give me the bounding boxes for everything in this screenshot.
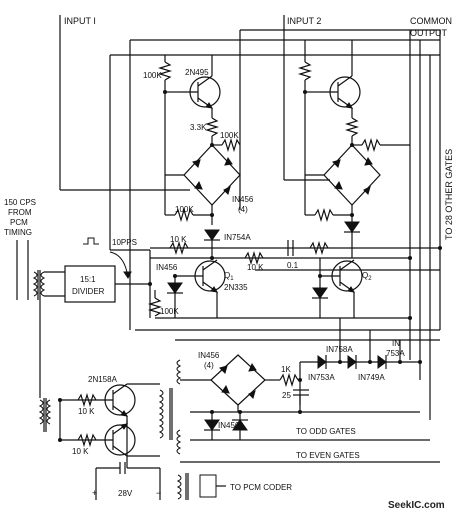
label-r33k: 3.3K — [190, 123, 207, 132]
pcm-coder-transformer — [176, 473, 226, 500]
transistor-q1-2n335 — [175, 259, 226, 318]
label-in456-mid: IN456 — [156, 263, 178, 272]
transistor-q2 — [300, 258, 410, 319]
gate2-transistor — [297, 40, 410, 153]
label-c01: 0.1 — [287, 261, 299, 270]
label-r10k-a: 10 K — [170, 235, 187, 244]
label-r100k-d: 100K — [160, 307, 179, 316]
label-input2: INPUT 2 — [287, 16, 321, 26]
diode-in456-mid — [167, 276, 183, 318]
label-in758a: IN758A — [326, 345, 353, 354]
lower-bridge — [135, 329, 440, 412]
label-in456-odd: IN456 — [218, 421, 240, 430]
resistor-3-3k — [204, 117, 220, 145]
label-src-3: PCM — [10, 218, 28, 227]
resistor-100k-q1 — [147, 290, 300, 319]
label-c25: 25 — [282, 391, 291, 400]
label-to-other-gates: TO 28 OTHER GATES — [444, 149, 454, 240]
input2-bus — [239, 15, 441, 420]
label-28v: 28V — [118, 489, 133, 498]
pcm-timing-source — [16, 240, 65, 300]
label-r10k-d: 10 K — [72, 447, 89, 456]
zener-in754a — [204, 229, 220, 258]
resistors-10k-mid — [169, 240, 329, 266]
gate1-transistor-2n495 — [180, 55, 221, 118]
label-in456-top: IN456 — [232, 195, 254, 204]
resistor-100k-base — [157, 55, 180, 215]
gate2-diode-bridge — [304, 92, 381, 258]
resistor-100k-bridge — [165, 207, 212, 223]
label-to-odd: TO ODD GATES — [296, 427, 356, 436]
label-r10k-c: 10 K — [78, 407, 95, 416]
label-in456-bot-n: (4) — [204, 361, 214, 370]
label-in753a-a: IN — [392, 339, 400, 348]
label-r100k-b: 100K — [220, 131, 239, 140]
odd-even-outputs — [180, 411, 440, 463]
label-in753a-b: 753A — [386, 349, 405, 358]
label-src-4: TIMING — [4, 228, 32, 237]
label-to-pcm: TO PCM CODER — [230, 483, 292, 492]
label-q1: Q1 — [224, 271, 234, 282]
label-r100k-a: 100K — [143, 71, 162, 80]
label-divider-1: 15:1 — [80, 275, 96, 284]
label-src-2: FROM — [8, 208, 32, 217]
label-minus: − — [156, 488, 161, 498]
label-r1k: 1K — [281, 365, 291, 374]
label-src-1: 150 CPS — [4, 198, 36, 207]
label-r10k-b: 10 K — [247, 263, 264, 272]
label-input1: INPUT I — [64, 16, 96, 26]
junction-dots — [58, 90, 442, 442]
gate1-diode-bridge — [165, 144, 241, 225]
label-in753a-c: IN753A — [308, 373, 335, 382]
label-divider-2: DIVIDER — [72, 287, 105, 296]
zener-chain — [317, 318, 401, 369]
label-2n335: 2N335 — [224, 283, 248, 292]
label-in456-bot: IN456 — [198, 351, 220, 360]
watermark: SeekIC.com — [388, 500, 445, 511]
label-2n158a: 2N158A — [88, 375, 118, 384]
label-to-even: TO EVEN GATES — [296, 451, 360, 460]
label-r100k-c: 100K — [175, 205, 194, 214]
oscillator-2n158a — [38, 300, 182, 500]
input1-bus — [59, 15, 440, 330]
label-2n495: 2N495 — [185, 68, 209, 77]
label-in749a: IN749A — [358, 373, 385, 382]
capacitor-25 — [293, 389, 309, 412]
label-in754a: IN754A — [224, 233, 251, 242]
capacitor-0-1 — [287, 240, 294, 256]
label-q2: Q2 — [362, 271, 372, 282]
label-in456-top-n: (4) — [238, 205, 248, 214]
label-plus: + — [92, 488, 97, 498]
label-10pps: 10PPS — [112, 238, 137, 247]
label-output: OUTPUT — [410, 28, 448, 38]
resistor-100k-side — [212, 137, 241, 153]
label-common: COMMON — [410, 16, 452, 26]
